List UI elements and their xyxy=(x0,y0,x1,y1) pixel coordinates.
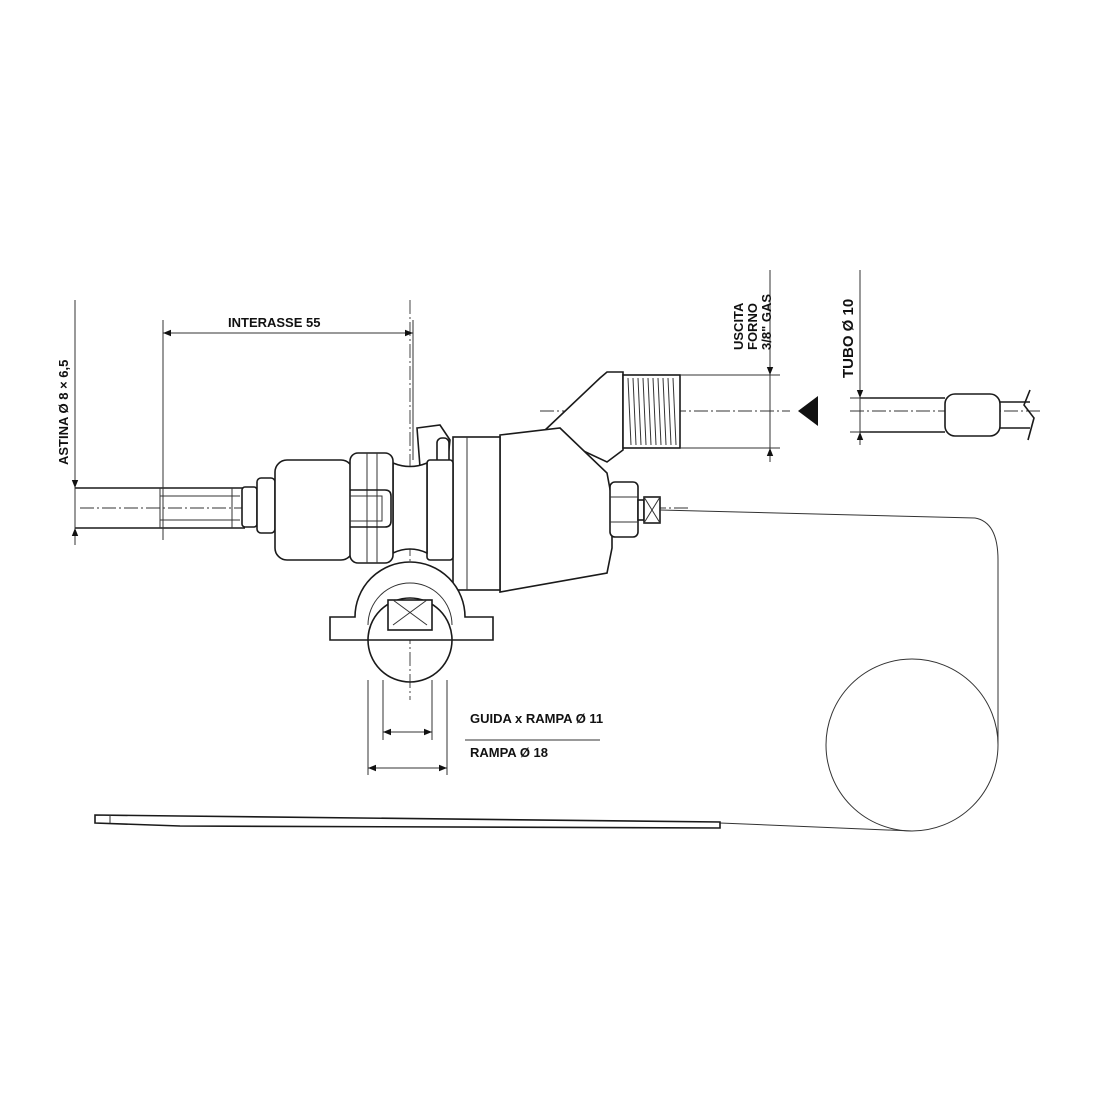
thread-line xyxy=(672,377,677,446)
outlet-tube xyxy=(798,389,1035,441)
thread-line xyxy=(637,377,642,446)
thread-line xyxy=(667,377,672,446)
dimension-lines xyxy=(71,270,870,775)
sensor-bulb xyxy=(94,814,721,829)
uscita-label-line1: USCITA xyxy=(731,302,746,350)
rampa-bracket xyxy=(329,561,494,683)
thread-line xyxy=(642,377,647,446)
nut-fitting xyxy=(609,481,661,538)
guida-label: GUIDA x RAMPA Ø 11 xyxy=(470,711,603,726)
uscita-label-line2: FORNO xyxy=(745,303,760,350)
thread-line xyxy=(662,377,667,446)
interasse-label: INTERASSE 55 xyxy=(228,315,320,330)
rampa-label: RAMPA Ø 18 xyxy=(470,745,548,760)
thread-line xyxy=(627,377,632,446)
thread-line xyxy=(647,377,652,446)
thread-line xyxy=(657,377,662,446)
tubo-label: TUBO Ø 10 xyxy=(840,299,857,378)
thread-line xyxy=(632,377,637,446)
capillary-tube xyxy=(659,509,999,832)
astina-label: ASTINA Ø 8 × 6,5 xyxy=(56,360,71,465)
uscita-label-line3: 3/8" GAS xyxy=(759,294,774,350)
valve-body xyxy=(274,424,613,593)
thread-line xyxy=(652,377,657,446)
control-shaft xyxy=(75,477,276,534)
